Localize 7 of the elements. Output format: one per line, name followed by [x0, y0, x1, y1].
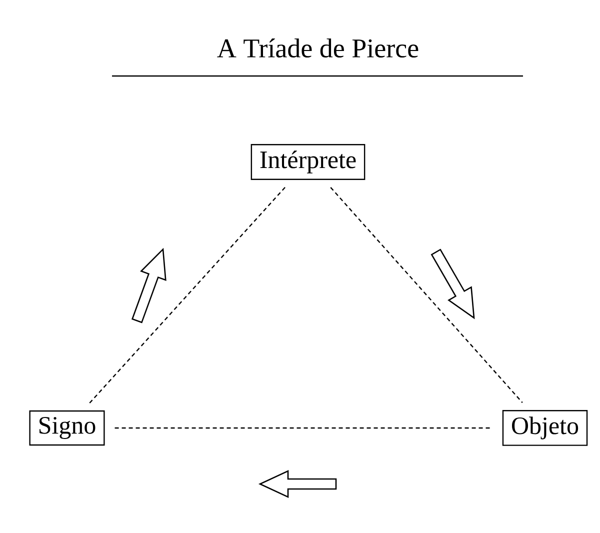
dashed-line — [89, 186, 286, 404]
text-box: Objeto — [502, 410, 588, 446]
text-box: Intérprete — [250, 144, 366, 180]
text-box: Signo — [29, 410, 105, 446]
dashed-line — [114, 427, 492, 429]
dashed-line — [330, 187, 523, 403]
title: A Tríade de Pierce — [217, 38, 418, 58]
